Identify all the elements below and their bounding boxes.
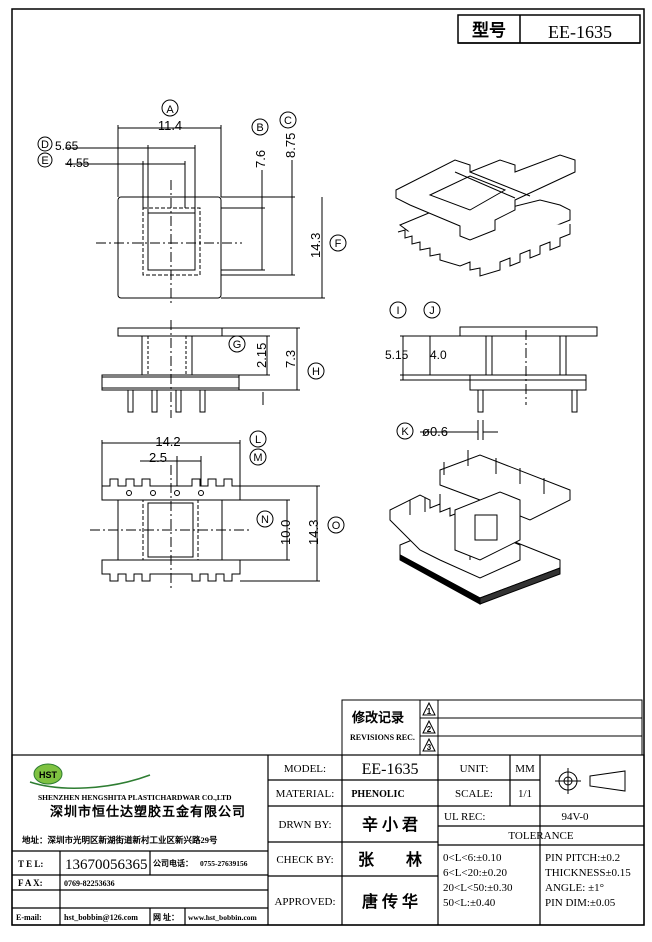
fax-label: F A X: — [18, 878, 43, 888]
title-block-grid — [11, 754, 645, 926]
top-view-dims: A 11.4 D 5.65 E 4.55 B 7.6 C 8.75 14.3 F — [37, 99, 347, 258]
callout-e: E — [41, 155, 48, 167]
dim-f: 14.3 — [308, 233, 323, 258]
ul-value: 94V-0 — [561, 811, 589, 823]
isometric-view-top — [395, 154, 576, 277]
callout-a: A — [166, 104, 174, 116]
material-label: MATERIAL: — [276, 788, 335, 800]
revisions-box — [341, 699, 643, 756]
callout-f: F — [335, 238, 342, 250]
web-value: www.hst_bobbin.com — [188, 913, 258, 922]
tol-right-2: ANGLE: ±1° — [545, 882, 604, 894]
office-label: 公司电话： — [153, 858, 193, 868]
company-address: 地址：深圳市光明区新湖街道新村工业区新兴路29号 — [22, 835, 218, 845]
tolerance-right: PIN PITCH:±0.2 THICKNESS±0.15 ANGLE: ±1°… — [545, 852, 631, 909]
tolerance-left: 0<L<6:±0.10 6<L<20:±0.20 20<L<50:±0.30 5… — [443, 852, 513, 909]
material-value: PHENOLIC — [351, 789, 404, 800]
dim-i: 5.15 — [385, 348, 409, 362]
type-label: 型号 — [472, 20, 506, 40]
dim-c: 8.75 — [283, 133, 298, 158]
company-name-cn: 深圳市恒仕达塑胶五金有限公司 — [50, 804, 246, 819]
scale-label: SCALE: — [455, 788, 493, 800]
dim-b: 7.6 — [253, 150, 268, 168]
dim-j: 4.0 — [430, 348, 447, 362]
callout-d: D — [41, 139, 49, 151]
company-name-en: SHENZHEN HENGSHITA PLASTICHARDWAR CO.,LT… — [38, 793, 232, 802]
dim-n: 10.0 — [278, 520, 293, 545]
fax-value: 0769-82253636 — [64, 879, 115, 888]
tol-right-3: PIN DIM:±0.05 — [545, 897, 616, 909]
approved-value: 唐 传 华 — [362, 892, 418, 911]
tol-left-3: 50<L:±0.40 — [443, 897, 496, 909]
revisions-label-en: REVISIONS REC. — [350, 733, 415, 742]
header-model: EE-1635 — [548, 22, 612, 42]
dim-o: 14.3 — [306, 520, 321, 545]
rev-mark-1: 1 — [427, 707, 432, 716]
front-view — [101, 320, 300, 418]
model-value: EE-1635 — [362, 761, 419, 778]
callout-l: L — [255, 434, 261, 446]
bottom-view-dims: 14.2 L 2.5 M N 10.0 14.3 O — [149, 430, 345, 545]
callout-j: J — [429, 305, 435, 317]
ul-label: UL REC: — [444, 811, 485, 823]
logo-text: HST — [39, 770, 58, 780]
dim-l: 14.2 — [155, 434, 180, 449]
projection-symbol-icon — [555, 768, 626, 794]
drawn-value: 辛 小 君 — [362, 815, 418, 834]
revision-marks: 1 2 3 — [422, 701, 436, 752]
callout-c: C — [284, 115, 292, 127]
callout-g: G — [233, 339, 242, 351]
callout-b: B — [256, 122, 263, 134]
dim-k: ø0.6 — [422, 424, 448, 439]
dim-d: 5.65 — [55, 139, 79, 153]
callout-h: H — [312, 366, 320, 378]
header-model-box: 型号 EE-1635 — [457, 14, 641, 44]
tolerance-label: TOLERANCE — [508, 830, 573, 842]
callout-o: O — [332, 520, 341, 532]
side-view-dims: I J 5.15 4.0 K ø0.6 — [385, 301, 448, 440]
tel-label: T E L: — [18, 859, 43, 869]
top-view — [65, 125, 325, 306]
office-value: 0755-27639156 — [200, 859, 248, 868]
side-view — [400, 326, 598, 440]
tol-left-2: 20<L<50:±0.30 — [443, 882, 513, 894]
tol-left-1: 6<L<20:±0.20 — [443, 867, 507, 879]
callout-n: N — [261, 514, 269, 526]
model-label: MODEL: — [284, 763, 326, 775]
company-logo: HST — [29, 763, 151, 789]
check-label: CHECK BY: — [276, 854, 333, 866]
approved-label: APPROVED: — [274, 896, 335, 908]
scale-value: 1/1 — [518, 788, 532, 800]
callout-i: I — [396, 305, 399, 317]
email-value: hst_bobbin@126.com — [64, 913, 138, 922]
rev-mark-3: 3 — [427, 743, 432, 752]
callout-m: M — [253, 452, 262, 464]
unit-value: MM — [515, 763, 535, 775]
rev-mark-2: 2 — [427, 725, 432, 734]
dim-g: 2.15 — [254, 343, 269, 368]
front-view-dims: G 2.15 7.3 H — [228, 335, 325, 380]
tol-right-0: PIN PITCH:±0.2 — [545, 852, 620, 864]
web-label: 网 址： — [153, 912, 179, 922]
tel-value: 13670056365 — [65, 857, 148, 873]
isometric-view-bottom — [389, 450, 571, 605]
tol-right-1: THICKNESS±0.15 — [545, 867, 631, 879]
check-value: 张 林 — [358, 850, 422, 869]
email-label: E-mail: — [16, 913, 42, 922]
revisions-label-cn: 修改记录 — [351, 710, 404, 725]
dim-a: 11.4 — [158, 118, 182, 133]
drawn-label: DRWN BY: — [278, 819, 331, 831]
dim-e: 4.55 — [66, 156, 90, 170]
tol-left-0: 0<L<6:±0.10 — [443, 852, 502, 864]
dim-h: 7.3 — [283, 350, 298, 368]
dim-m: 2.5 — [149, 450, 167, 465]
unit-label: UNIT: — [460, 763, 489, 775]
bottom-view — [90, 440, 320, 590]
callout-k: K — [401, 426, 409, 438]
